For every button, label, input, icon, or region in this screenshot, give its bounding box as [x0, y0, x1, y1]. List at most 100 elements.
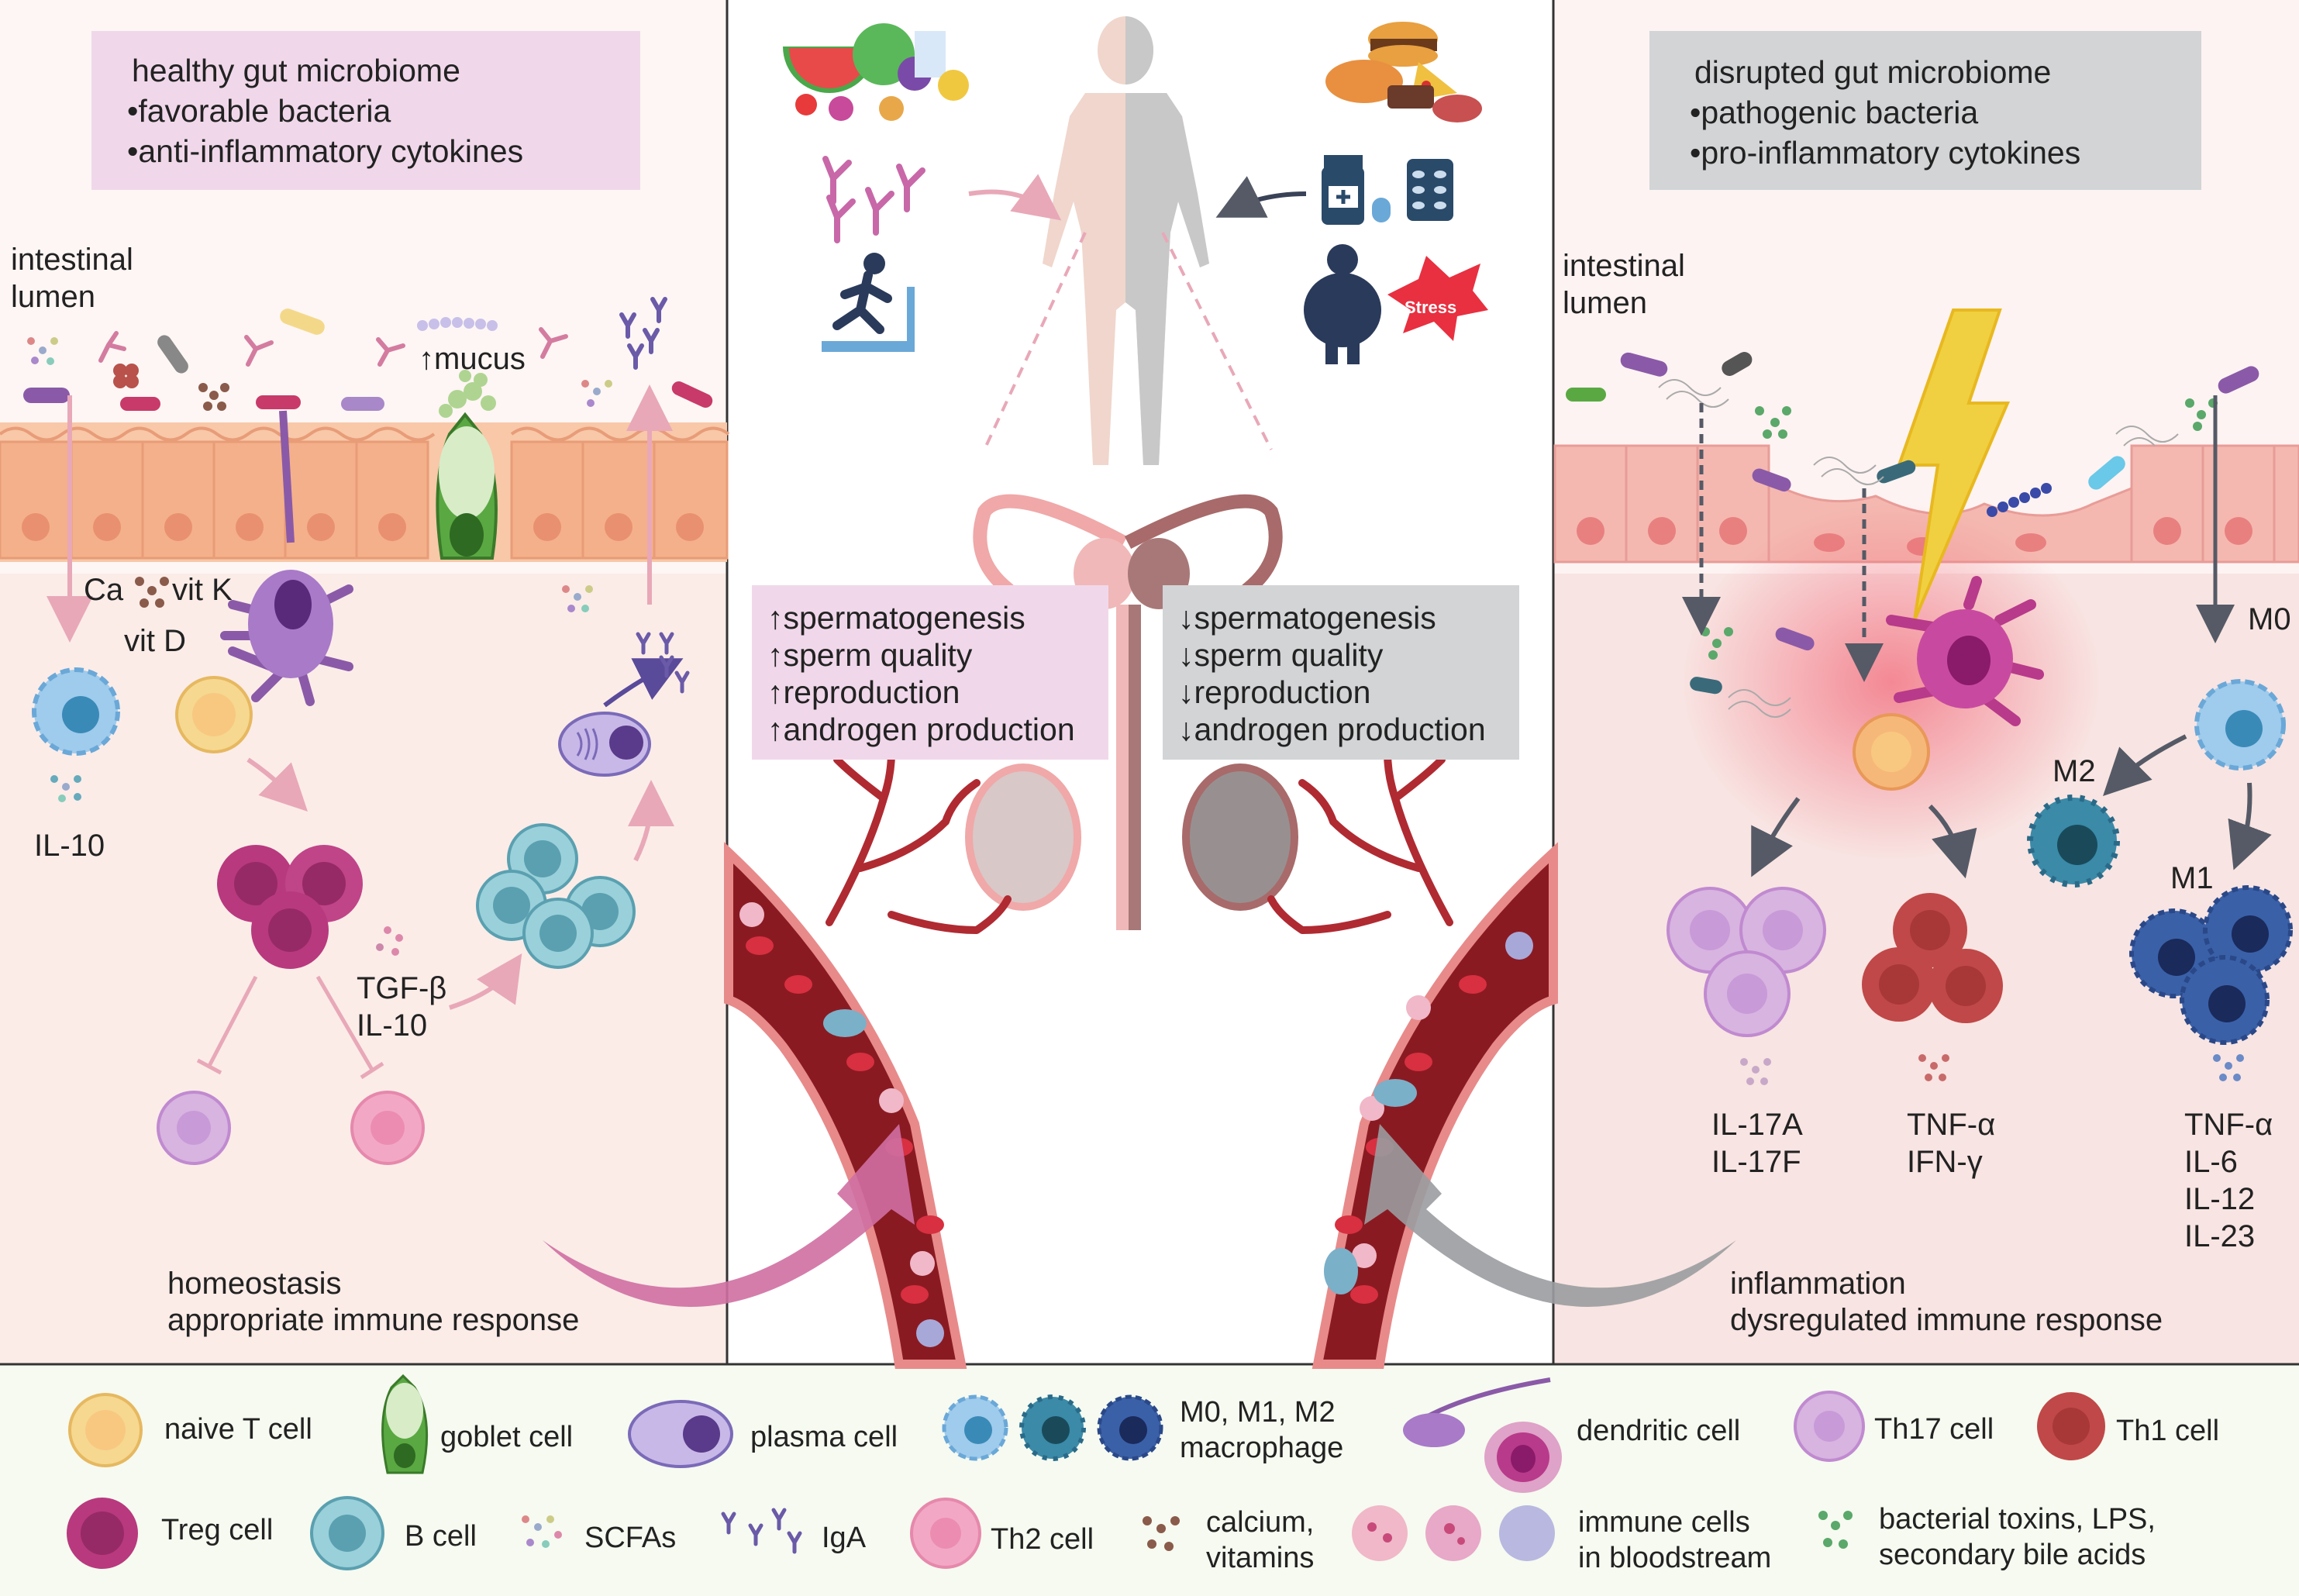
- right-footer-1: inflammation: [1730, 1267, 1906, 1301]
- right-epithelium: [1553, 444, 2299, 564]
- calcium-dots: [135, 383, 229, 608]
- medicine-icon: [1322, 155, 1453, 225]
- healthy-header-line-3: •anti-inflammatory cytokines: [127, 133, 524, 169]
- positive-effect-3: ↑reproduction: [767, 674, 960, 710]
- disrupted-header-line-2: •pathogenic bacteria: [1690, 95, 1979, 130]
- vitd-label: vit D: [124, 624, 186, 658]
- dendritic-cell-left: [220, 410, 353, 706]
- positive-effect-2: ↑sperm quality: [767, 637, 973, 673]
- legend-immune-2: in bloodstream: [1578, 1542, 1772, 1574]
- positive-arrow: [543, 1124, 915, 1307]
- bcell-cluster: [476, 823, 636, 969]
- legend-th1: Th1 cell: [2116, 1415, 2220, 1447]
- th1-cluster-right: [1862, 893, 2003, 1023]
- healthy-header-line-2: •favorable bacteria: [127, 93, 391, 129]
- th17-cluster-right: [1667, 887, 1826, 1037]
- left-scfa-dots: [27, 337, 612, 956]
- legend-plasma: plasma cell: [750, 1421, 898, 1453]
- m2-label: M2: [2053, 754, 2096, 788]
- mucus-label: ↑mucus: [419, 342, 526, 376]
- left-lumen-label-2: lumen: [11, 280, 95, 314]
- stress-label: Stress: [1405, 298, 1457, 317]
- left-footer-1: homeostasis: [167, 1267, 342, 1301]
- legend-bcell: B cell: [405, 1520, 477, 1553]
- legend-treg: Treg cell: [161, 1514, 274, 1546]
- legend-scfas: SCFAs: [584, 1522, 677, 1554]
- microbiome-icon: [822, 156, 925, 243]
- dendritic-cell-right: [1886, 576, 2044, 726]
- legend-calcium-2: vitamins: [1206, 1542, 1315, 1574]
- legend-calcium-1: calcium,: [1206, 1506, 1315, 1539]
- m0-label: M0: [2248, 602, 2291, 636]
- legend-th2: Th2 cell: [991, 1523, 1094, 1556]
- tgf-label-1: TGF-β: [357, 971, 447, 1005]
- th17-cytokine-1: IL-17A: [1711, 1108, 1803, 1142]
- healthy-food-icon: [783, 23, 969, 121]
- negative-effect-1: ↓spermatogenesis: [1178, 600, 1436, 636]
- left-bacteria: [23, 309, 713, 411]
- right-footer-2: dysregulated immune response: [1730, 1303, 2163, 1337]
- positive-effect-1: ↑spermatogenesis: [767, 600, 1025, 636]
- m1-cytokine-3: IL-12: [2184, 1182, 2256, 1216]
- reproductive-organs: [965, 494, 1298, 930]
- legend-naive-t: naive T cell: [164, 1413, 312, 1446]
- goblet-cell-left: [436, 370, 498, 560]
- disrupted-header-line-3: •pro-inflammatory cytokines: [1690, 135, 2081, 171]
- left-iga: [619, 297, 667, 370]
- exercise-icon: [822, 253, 915, 352]
- m1-cytokine-1: TNF-α: [2184, 1108, 2273, 1142]
- macrophage-m1-cluster: [2129, 885, 2293, 1045]
- treg-cluster: [217, 845, 363, 969]
- healthy-header-box: [91, 31, 640, 190]
- legend-iga: IgA: [822, 1522, 867, 1554]
- unhealthy-food-icon: [1325, 22, 1482, 122]
- iga-left-2: [636, 632, 690, 694]
- legend-th17: Th17 cell: [1874, 1413, 1994, 1446]
- il10-label: IL-10: [34, 829, 105, 863]
- macrophage-m2-right: [2027, 795, 2120, 888]
- positive-effects-box: [752, 585, 1108, 760]
- macrophage-m0-left: [32, 667, 120, 756]
- legend-dendritic: dendritic cell: [1577, 1415, 1741, 1447]
- negative-effect-4: ↓androgen production: [1178, 712, 1486, 747]
- negative-arrow: [1364, 1124, 1736, 1307]
- th17-cytokine-2: IL-17F: [1711, 1145, 1801, 1179]
- healthy-header-line-1: healthy gut microbiome: [132, 53, 460, 88]
- plasma-cell-left: [558, 712, 651, 777]
- stress-icon: [1387, 256, 1488, 341]
- negative-effects-box: [1163, 585, 1519, 760]
- right-bacteria: [1566, 352, 2259, 695]
- disrupted-header-box: [1649, 31, 2201, 190]
- human-figure: [1043, 16, 1209, 465]
- th1-cytokine-2: IFN-γ: [1907, 1145, 1983, 1179]
- right-lumen-label-1: intestinal: [1563, 249, 1685, 283]
- m1-label: M1: [2170, 861, 2214, 895]
- m1-cytokine-4: IL-23: [2184, 1219, 2256, 1253]
- legend-toxins-2: secondary bile acids: [1879, 1539, 2146, 1571]
- obesity-icon: [1304, 244, 1381, 364]
- legend-immune-1: immune cells: [1578, 1506, 1750, 1539]
- legend-toxins-1: bacterial toxins, LPS,: [1879, 1503, 2156, 1536]
- legend-icons: [67, 1374, 2105, 1570]
- m1-cytokine-2: IL-6: [2184, 1145, 2238, 1179]
- left-epithelium: [0, 422, 730, 562]
- legend-goblet: goblet cell: [440, 1421, 574, 1453]
- disrupted-header-line-1: disrupted gut microbiome: [1694, 54, 2052, 90]
- blood-vessel-left: [724, 748, 1012, 1369]
- right-lumen-label-2: lumen: [1563, 286, 1647, 320]
- left-footer-2: appropriate immune response: [167, 1303, 580, 1337]
- inflammation-glow: [1682, 504, 2101, 860]
- naive-t-cell-left: [175, 676, 253, 753]
- left-lumen-label-1: intestinal: [11, 243, 133, 277]
- vitk-label: vit K: [172, 573, 233, 607]
- negative-effect-3: ↓reproduction: [1178, 674, 1371, 710]
- th1-cytokine-1: TNF-α: [1907, 1108, 1996, 1142]
- legend-macrophage-2: macrophage: [1180, 1432, 1344, 1464]
- macrophage-m0-right: [2194, 679, 2286, 770]
- negative-effect-2: ↓sperm quality: [1178, 637, 1384, 673]
- tgf-label-2: IL-10: [357, 1008, 428, 1043]
- positive-effect-4: ↑androgen production: [767, 712, 1075, 747]
- ca-label: Ca: [84, 573, 124, 607]
- legend-macrophage-1: M0, M1, M2: [1180, 1396, 1336, 1429]
